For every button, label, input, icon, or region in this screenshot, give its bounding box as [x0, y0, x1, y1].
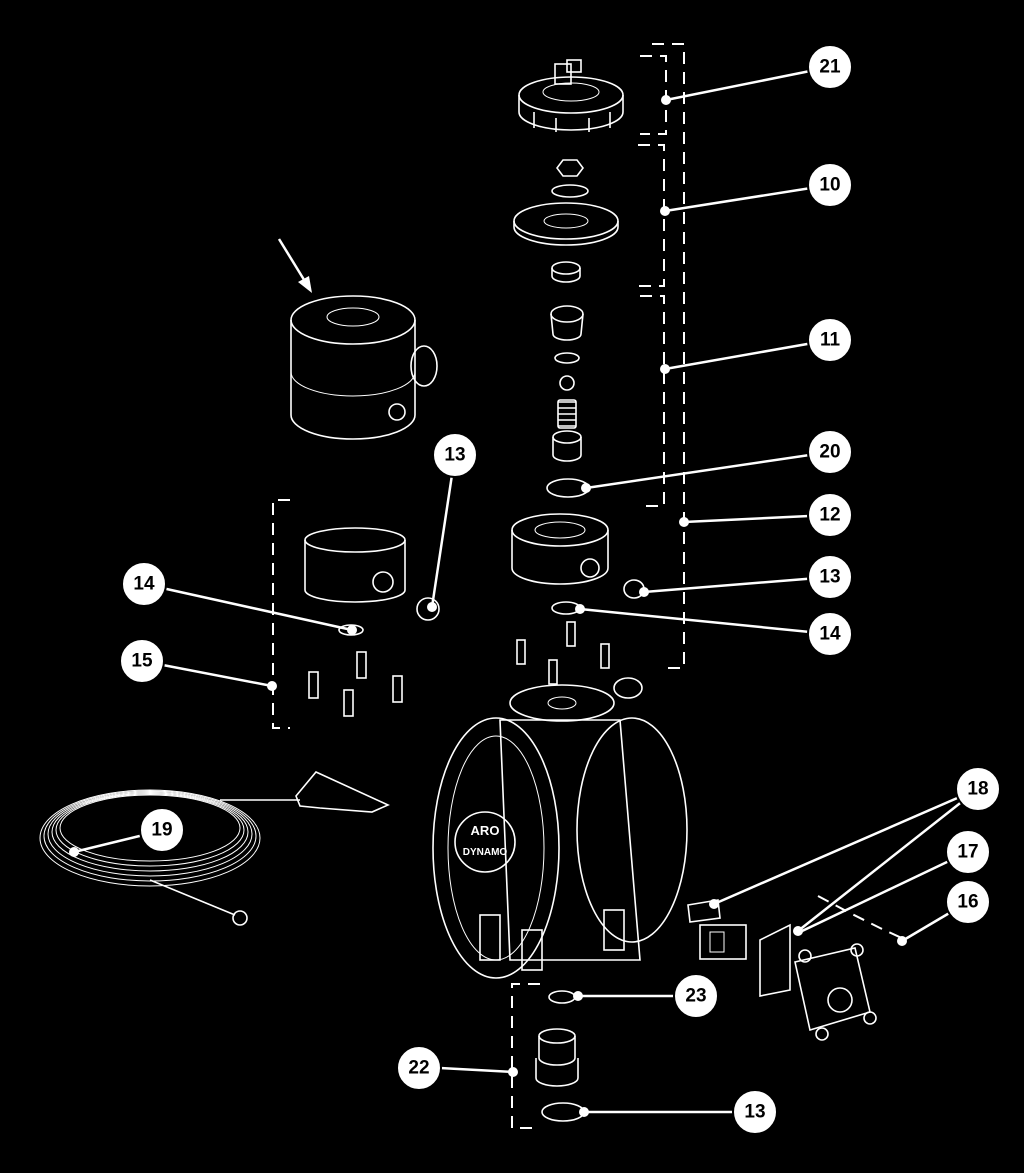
callout-12-label: 12 [819, 505, 840, 526]
callout-10: 10 [807, 162, 853, 208]
callout-18-label: 18 [967, 779, 988, 800]
callout-15: 15 [119, 638, 165, 684]
part-10-diaphragm-stack [513, 159, 619, 283]
callout-22: 22 [396, 1045, 442, 1091]
callout-20-label: 20 [819, 442, 840, 463]
grouping-brackets [272, 43, 907, 1129]
part-21-top-cap [518, 59, 624, 132]
pump-logo-line2: DYNAMO [463, 847, 508, 858]
callout-23-label: 23 [685, 986, 706, 1007]
callout-14-left: 14 [121, 561, 167, 607]
callout-14-right-label: 14 [819, 624, 841, 645]
callout-23: 23 [673, 973, 719, 1019]
part-23-washer [548, 990, 576, 1004]
callout-15-label: 15 [131, 651, 153, 672]
callout-13-right-label: 13 [819, 567, 840, 588]
callout-12: 12 [807, 492, 853, 538]
callout-19: 19 [139, 807, 185, 853]
part-19-ground-wire [39, 771, 390, 926]
part-22-fitting [535, 1028, 579, 1087]
leader-lines [69, 65, 979, 1117]
pump-logo-line1: ARO [471, 823, 500, 838]
callout-13-left-label: 13 [444, 445, 465, 466]
callout-17: 17 [945, 829, 991, 875]
callout-18: 18 [955, 766, 1001, 812]
callout-19-label: 19 [151, 820, 172, 841]
part-13-seal-bottom [541, 1102, 585, 1122]
callout-21: 21 [807, 44, 853, 90]
callout-10-label: 10 [819, 175, 840, 196]
callout-13-bottom: 13 [732, 1089, 778, 1135]
reference-assembly [277, 238, 438, 440]
callout-14-left-label: 14 [133, 574, 155, 595]
callouts: 21 10 11 20 12 13 14 13 [119, 44, 1001, 1135]
part-18-bracket [687, 899, 747, 960]
part-11-valve-internals [550, 305, 584, 462]
pump-body: ARO DYNAMO [432, 677, 688, 979]
part-12-valve-body [511, 513, 609, 585]
callout-13-right: 13 [807, 554, 853, 600]
callout-21-label: 21 [819, 57, 841, 78]
part-15-kit [304, 527, 440, 717]
callout-16: 16 [945, 879, 991, 925]
callout-14-right: 14 [807, 611, 853, 657]
part-16-17-muffler [759, 923, 877, 1041]
callout-11-label: 11 [820, 330, 841, 351]
center-screws [516, 621, 610, 685]
callout-20: 20 [807, 429, 853, 475]
callout-22-label: 22 [408, 1058, 429, 1079]
callout-11: 11 [807, 317, 853, 363]
callout-13-bottom-label: 13 [744, 1102, 765, 1123]
callout-16-label: 16 [957, 892, 978, 913]
callout-13-left: 13 [432, 432, 478, 478]
callout-17-label: 17 [957, 842, 978, 863]
